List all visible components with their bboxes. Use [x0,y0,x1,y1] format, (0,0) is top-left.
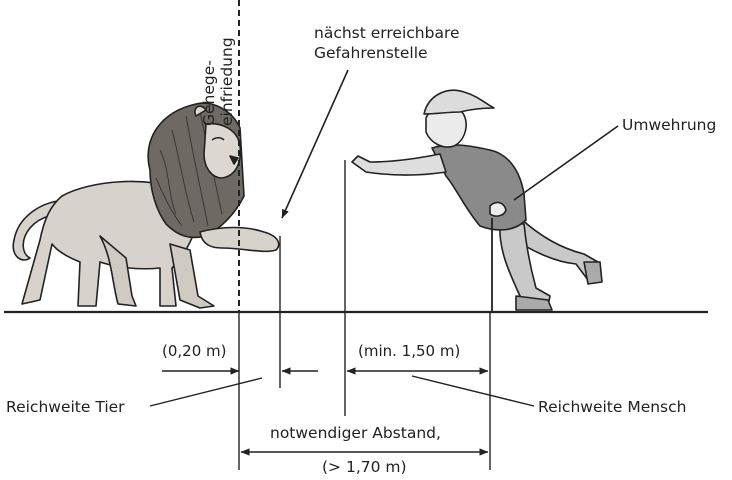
lion-mane-strands [155,111,223,227]
lion-eye [211,136,225,141]
danger-point-pointer [281,69,349,219]
lion-nose [229,155,239,165]
human-reach-label: Reichweite Mensch [538,398,686,416]
animal-reach-value: (0,20 m) [162,342,226,360]
barrier-pointer [513,125,619,201]
animal-reach-pointer [149,377,263,407]
barrier-label: Umwehrung [622,116,716,134]
boy-shirt [431,144,527,231]
human-reach-pointer [411,375,535,407]
distance-label-line2: (> 1,70 m) [322,458,407,476]
danger-point-label-line2: Gefahrenstelle [314,44,428,62]
lion-back-leg [99,235,137,307]
danger-point-label-line1: nächst erreichbare [314,24,460,42]
boy-hand-on-barrier [489,201,507,217]
boy-arm [351,153,447,176]
lion-ear [194,105,207,117]
lion-front-leg [169,243,215,309]
enclosure-label: Gehege- einfriedung [200,37,236,126]
lion-illustration [12,102,280,309]
boy-shoe-back [583,261,603,285]
enclosure-label-line1: Gehege- [200,60,218,126]
boy-shoe-front [515,295,553,311]
enclosure-label-line2: einfriedung [218,37,236,126]
distance-label-line1: notwendiger Abstand, [270,424,441,442]
lion-face [203,122,242,179]
lion-reaching-leg [199,226,280,253]
human-reach-value: (min. 1,50 m) [358,342,460,360]
boy-leaning-over-barrier-illustration [351,89,603,311]
animal-reach-label: Reichweite Tier [6,398,125,416]
boy-cap [423,89,495,115]
